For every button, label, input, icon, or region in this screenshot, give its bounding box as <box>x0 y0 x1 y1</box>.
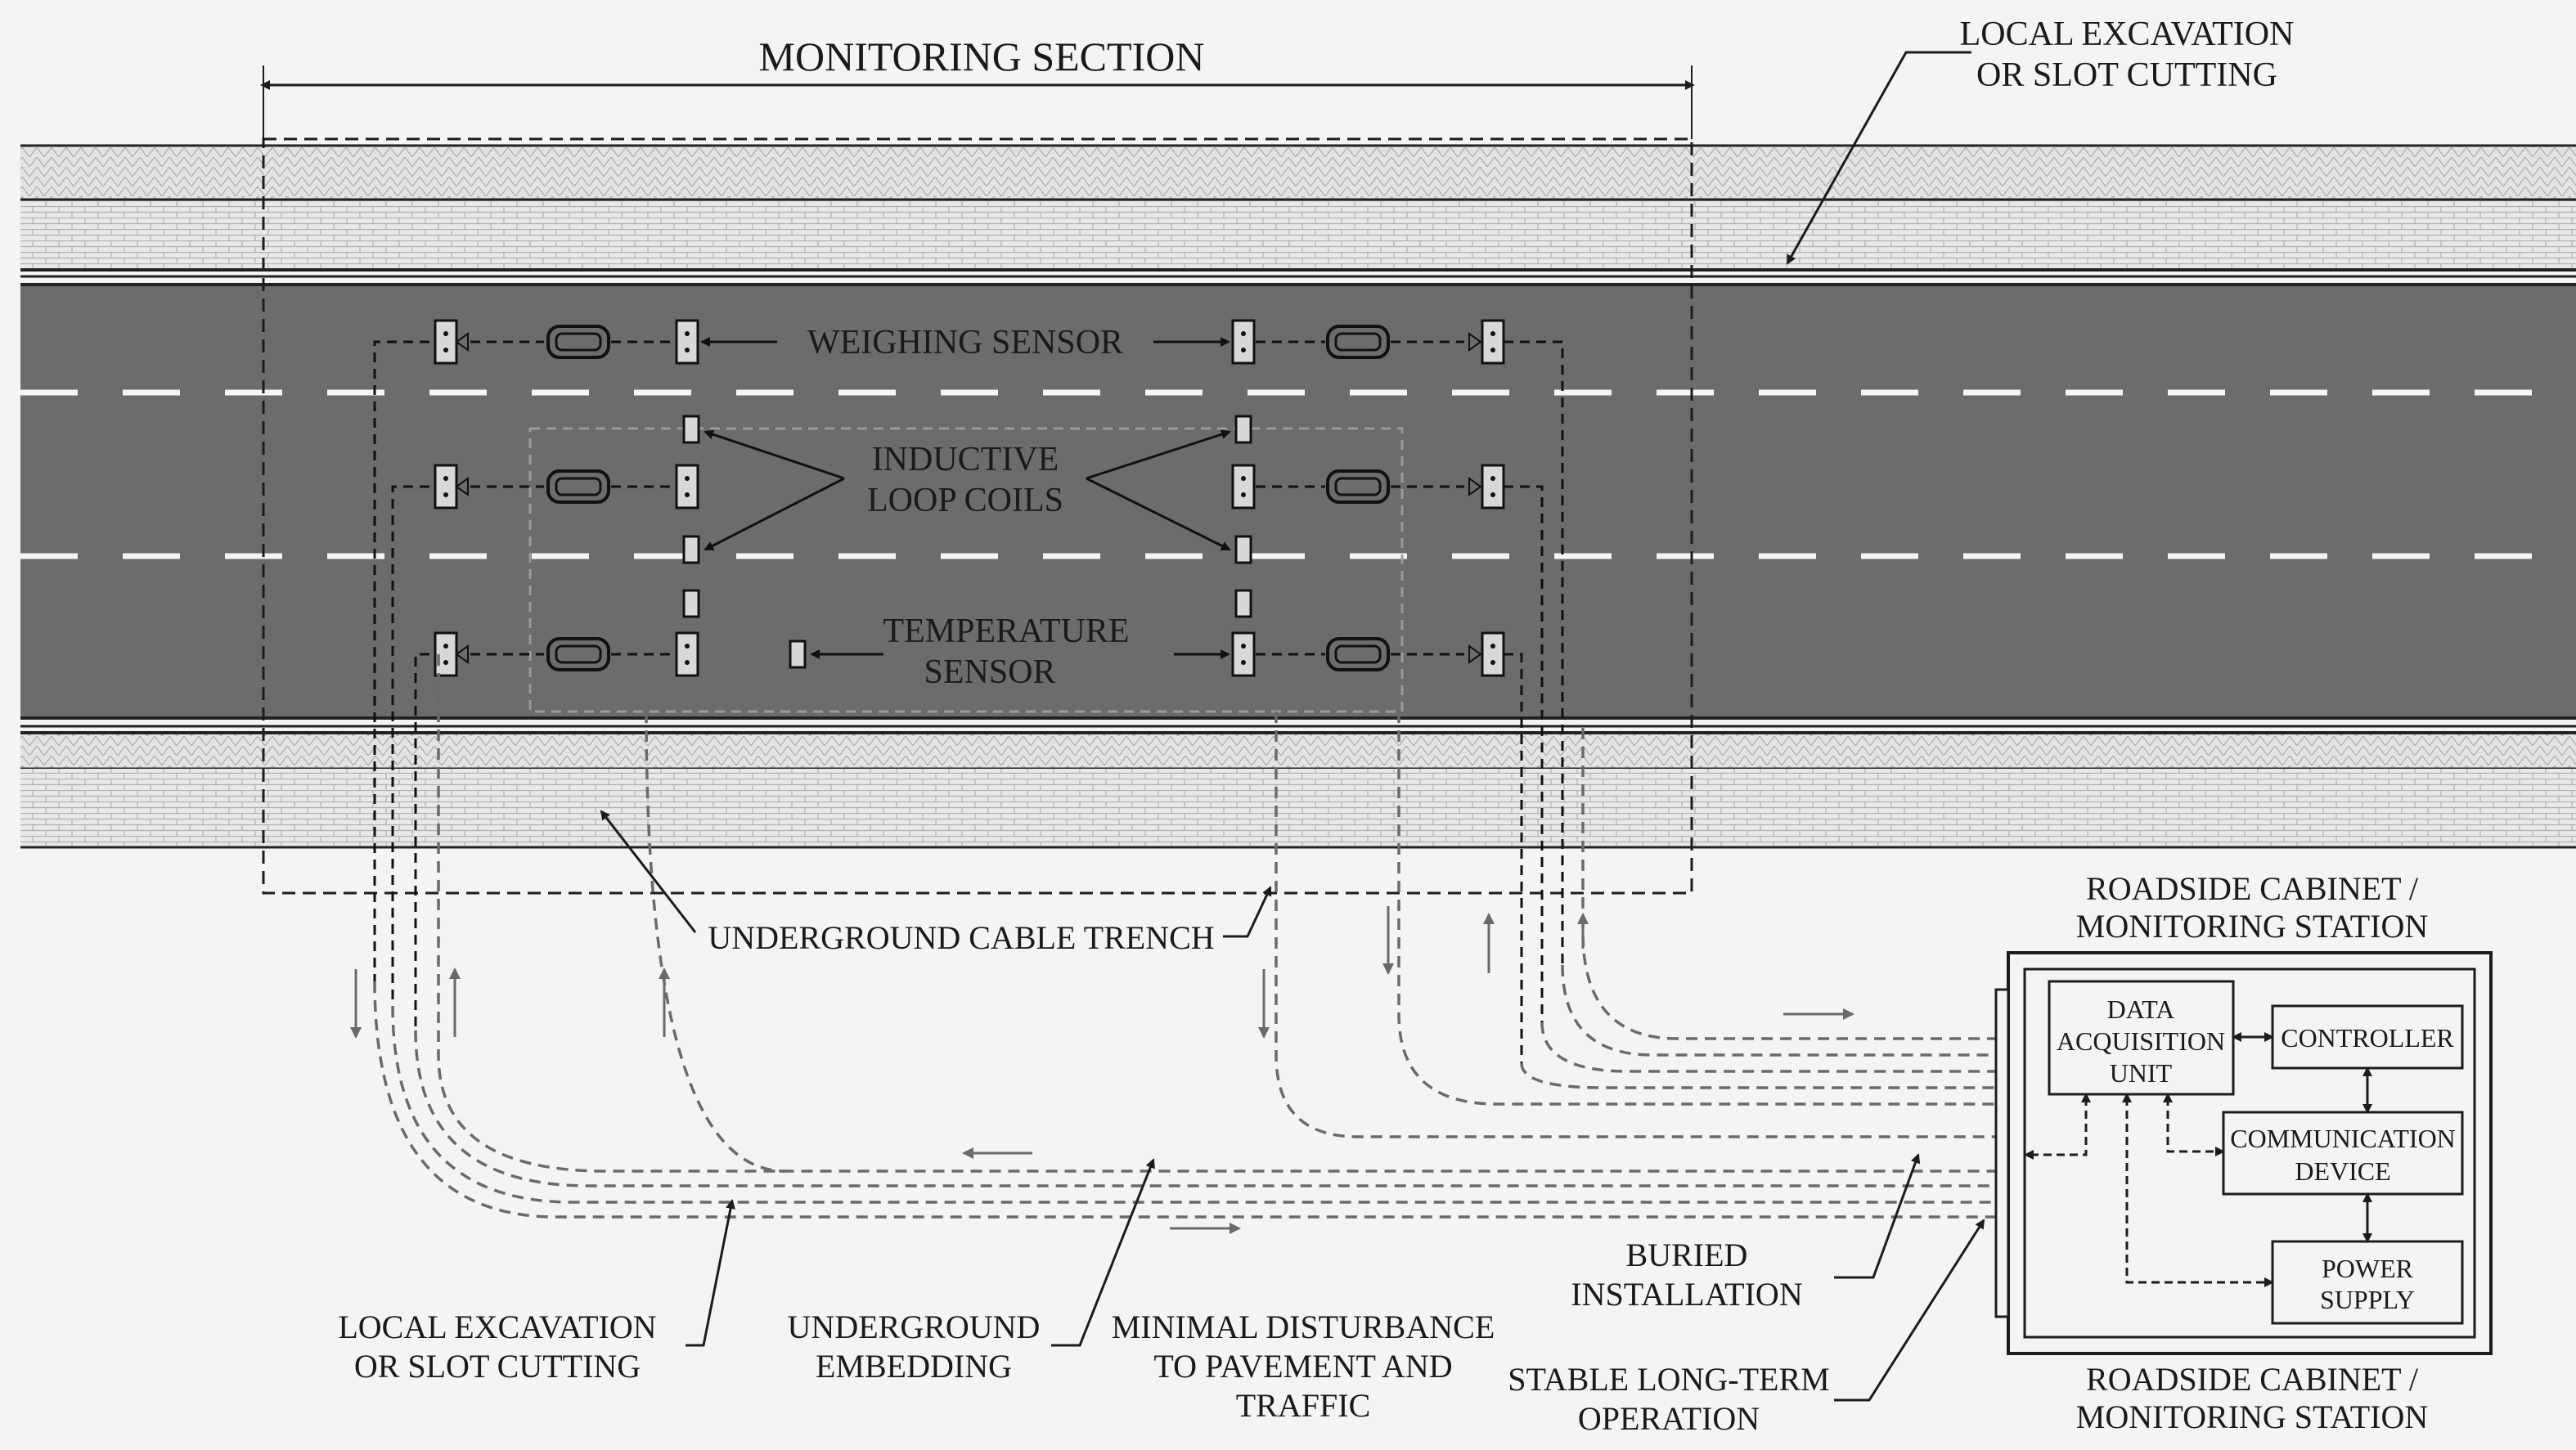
monitoring-section: MONITORING SECTION <box>260 34 1695 895</box>
cabinet-entry-bar <box>1994 988 2010 1318</box>
minimal-disturbance-label-line3: TRAFFIC <box>1236 1387 1371 1424</box>
inductive-loop-label: INDUCTIVE <box>872 441 1059 478</box>
sensor-array <box>434 319 1505 677</box>
temperature-sensor-label: TEMPERATURE <box>883 613 1129 650</box>
small-sensor-4 <box>1234 415 1252 444</box>
temperature-sensor <box>789 640 807 669</box>
local-excavation-top-label: LOCAL EXCAVATION <box>1960 16 2295 53</box>
cabinet-top-label: ROADSIDE CABINET / <box>2086 870 2419 907</box>
weighing-sensor-r1-left <box>434 319 458 365</box>
sensor-zone-frame <box>528 427 1404 713</box>
underground-embedding-label-line2: EMBEDDING <box>816 1348 1012 1385</box>
buried-installation-label-line2: INSTALLATION <box>1571 1276 1802 1313</box>
lower-shoulder-outer <box>20 769 2576 847</box>
inductive-loop-label-line2: LOOP COILS <box>867 482 1063 519</box>
daq-label: DATA <box>2107 994 2175 1024</box>
daq-label-line3: UNIT <box>2110 1058 2173 1088</box>
weighing-sensor-r3-center-left <box>675 631 699 677</box>
weighing-sensor-r2-center-right <box>1231 464 1256 510</box>
stable-operation-label: STABLE LONG-TERM <box>1508 1361 1829 1398</box>
bottom-annotations: BURIED INSTALLATION LOCAL EXCAVATION OR … <box>338 1153 1985 1437</box>
lower-shoulder-inner <box>20 734 2576 769</box>
cable-runs <box>373 654 1996 1219</box>
loop-coil-r3-left <box>546 637 610 671</box>
small-sensor-3 <box>682 589 700 618</box>
weighing-sensor-label: WEIGHING SENSOR <box>807 324 1123 361</box>
weighing-sensor-r3-right <box>1481 631 1505 677</box>
local-excavation-top-callout: LOCAL EXCAVATION OR SLOT CUTTING <box>1786 16 2295 265</box>
small-sensor-5 <box>1234 535 1252 564</box>
weighing-sensor-r1-center-left <box>675 319 699 365</box>
upper-shoulder-inner <box>20 200 2576 270</box>
temperature-sensor-label-line2: SENSOR <box>924 653 1055 691</box>
buried-installation-label: BURIED <box>1626 1237 1748 1273</box>
cabinet-top-label-line2: MONITORING STATION <box>2076 908 2429 945</box>
small-sensor-1 <box>682 415 700 444</box>
cable-trench-callout: UNDERGROUND CABLE TRENCH <box>600 810 1272 956</box>
minimal-disturbance-label: MINIMAL DISTURBANCE <box>1112 1309 1495 1345</box>
weighing-sensor-r1-center-right <box>1231 319 1256 365</box>
weighing-sensor-r2-left <box>434 464 458 510</box>
daq-label-line2: ACQUISITION <box>2057 1026 2225 1056</box>
monitoring-section-boundary <box>262 137 1693 895</box>
flow-arrows <box>350 906 1854 1234</box>
sensor-wiring <box>373 340 1564 1063</box>
upper-shoulder-outer <box>20 146 2576 200</box>
small-sensor-6 <box>1234 589 1252 618</box>
loop-coil-r2-right <box>1326 469 1390 504</box>
controller-box <box>2271 1004 2464 1070</box>
monitoring-section-label: MONITORING SECTION <box>759 34 1205 79</box>
weighing-sensor-r3-center-right <box>1231 631 1256 677</box>
comm-label-line2: DEVICE <box>2295 1156 2390 1186</box>
local-excavation-bottom-label: LOCAL EXCAVATION <box>338 1309 656 1345</box>
loop-coil-r3-right <box>1326 637 1390 671</box>
weighing-sensor-r2-center-left <box>675 464 699 510</box>
power-label-line2: SUPPLY <box>2320 1285 2415 1314</box>
underground-embedding-label: UNDERGROUND <box>788 1309 1041 1345</box>
cabinet-bottom-label-line2: MONITORING STATION <box>2076 1398 2429 1435</box>
controller-label: CONTROLLER <box>2281 1023 2454 1053</box>
local-excavation-bottom-label-line2: OR SLOT CUTTING <box>354 1348 641 1385</box>
road <box>20 144 2576 849</box>
minimal-disturbance-label-line2: TO PAVEMENT AND <box>1153 1348 1452 1385</box>
road-labels: WEIGHING SENSOR INDUCTIVE LOOP COILS TEM… <box>700 324 1231 691</box>
weighing-sensor-r2-right <box>1481 464 1505 510</box>
cable-trench-label: UNDERGROUND CABLE TRENCH <box>708 919 1214 956</box>
power-label: POWER <box>2322 1254 2414 1283</box>
comm-label: COMMUNICATION <box>2230 1124 2456 1153</box>
loop-coil-r1-left <box>546 325 610 359</box>
stable-operation-label-line2: OPERATION <box>1578 1400 1760 1437</box>
roadside-cabinet: ROADSIDE CABINET / MONITORING STATION DA… <box>1994 870 2493 1435</box>
cabinet-bottom-label: ROADSIDE CABINET / <box>2086 1361 2419 1398</box>
weighing-sensor-r1-right <box>1481 319 1505 365</box>
local-excavation-top-label-line2: OR SLOT CUTTING <box>1976 56 2277 94</box>
small-sensor-2 <box>682 535 700 564</box>
loop-coil-r1-right <box>1326 325 1390 359</box>
loop-coil-r2-left <box>546 469 610 504</box>
